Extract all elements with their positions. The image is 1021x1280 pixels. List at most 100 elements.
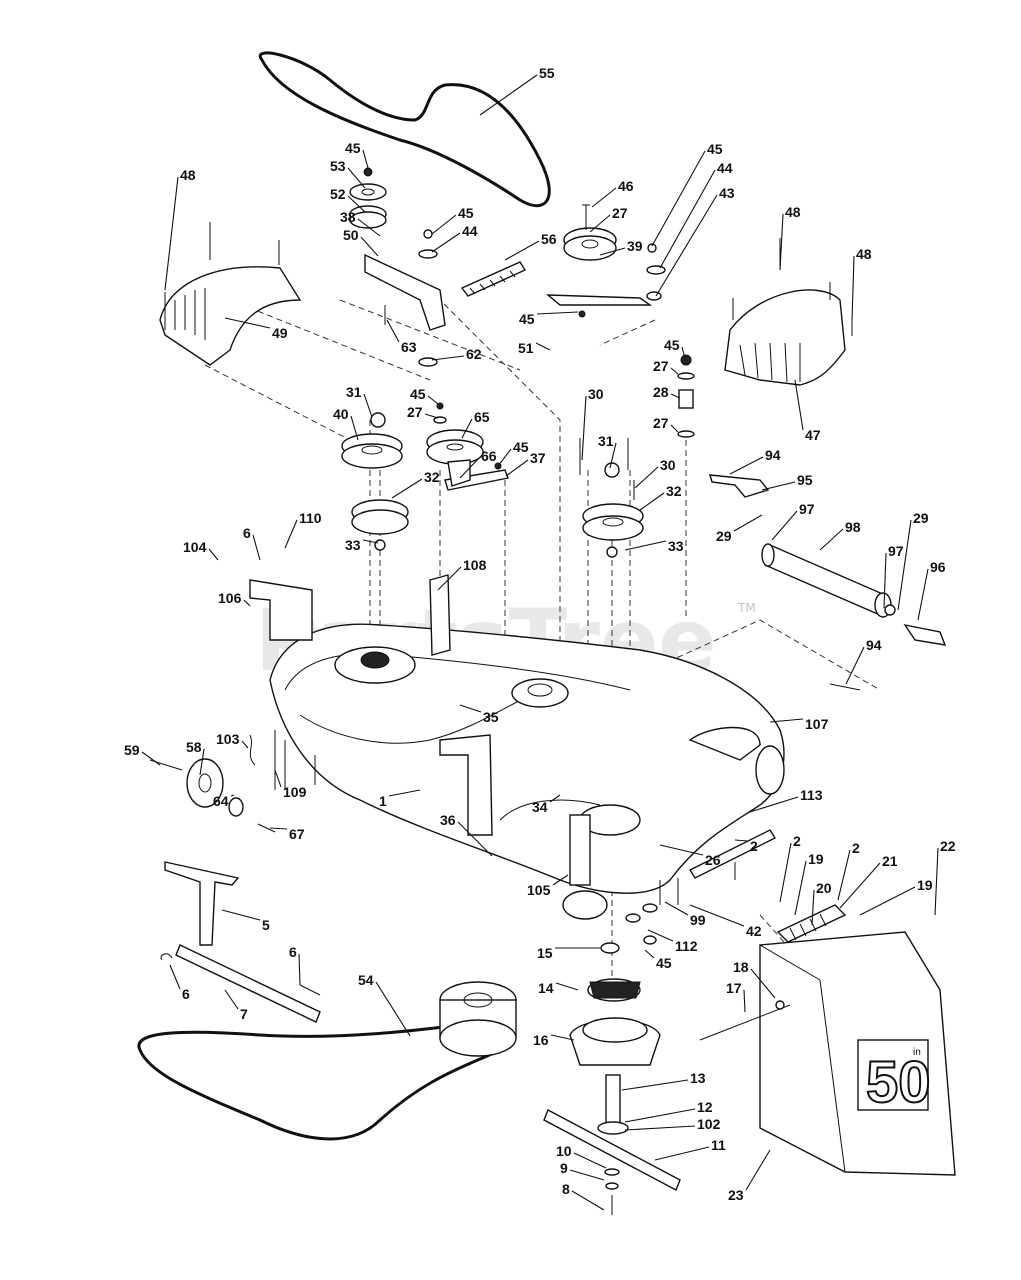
callout-leader-107 bbox=[769, 718, 804, 723]
pulley-53 bbox=[349, 183, 387, 201]
callout-leader-35 bbox=[459, 704, 482, 713]
callout-leader-58 bbox=[199, 748, 205, 776]
callout-label-12: 12 bbox=[697, 1099, 713, 1115]
callout-label-52: 52 bbox=[330, 186, 346, 202]
callout-leader-22 bbox=[934, 847, 939, 916]
callout-label-99: 99 bbox=[690, 912, 706, 928]
pulley-39 bbox=[563, 227, 617, 261]
callout-leader-27 bbox=[670, 424, 679, 433]
callout-leader-6 bbox=[252, 534, 261, 561]
callout-label-2: 2 bbox=[852, 840, 860, 856]
belt-55 bbox=[258, 51, 551, 208]
callout-label-48: 48 bbox=[856, 246, 872, 262]
callout-leader-48 bbox=[779, 213, 784, 271]
callout-label-45: 45 bbox=[410, 386, 426, 402]
callout-leader-19 bbox=[794, 860, 807, 916]
callout-label-14: 14 bbox=[538, 980, 554, 996]
callout-leader-48 bbox=[164, 176, 179, 291]
callout-label-33: 33 bbox=[345, 537, 361, 553]
callout-label-67: 67 bbox=[289, 826, 305, 842]
callout-leader-99 bbox=[664, 901, 689, 916]
callout-leader-29 bbox=[733, 514, 763, 532]
callout-leader-11 bbox=[654, 1146, 710, 1161]
callout-leader-36 bbox=[457, 821, 493, 857]
callout-leader-106 bbox=[243, 599, 251, 607]
callout-label-6: 6 bbox=[243, 525, 251, 541]
callout-label-27: 27 bbox=[653, 358, 669, 374]
callout-label-30: 30 bbox=[660, 457, 676, 473]
belt-cover-49 bbox=[159, 266, 302, 366]
callout-leader-8 bbox=[571, 1190, 605, 1211]
callout-leader-7 bbox=[224, 989, 239, 1010]
callout-leader-1 bbox=[388, 789, 421, 797]
callout-leader-31 bbox=[609, 442, 617, 469]
callout-leader-45 bbox=[644, 949, 655, 959]
callout-leader-6 bbox=[298, 953, 301, 986]
callout-leader-10 bbox=[573, 1152, 607, 1169]
callout-leader-20 bbox=[811, 889, 815, 926]
watermark-trademark: TM bbox=[737, 601, 756, 615]
callout-label-112: 112 bbox=[675, 938, 698, 954]
discharge-shield-23 bbox=[699, 904, 956, 1176]
pulley-32-left bbox=[351, 499, 409, 535]
callout-leader-13 bbox=[621, 1079, 689, 1091]
callout-label-20: 20 bbox=[816, 880, 832, 896]
callout-label-53: 53 bbox=[330, 158, 346, 174]
callout-label-31: 31 bbox=[598, 433, 614, 449]
pulley-40 bbox=[341, 433, 403, 469]
callout-leader-17 bbox=[743, 989, 746, 1013]
callout-leader-42 bbox=[689, 904, 745, 927]
callout-leader-97 bbox=[771, 510, 798, 541]
anti-scalp-roller-98 bbox=[709, 474, 947, 691]
callout-leader-102 bbox=[624, 1125, 696, 1131]
callout-label-45: 45 bbox=[664, 337, 680, 353]
callout-label-40: 40 bbox=[333, 406, 349, 422]
callout-label-64: 64 bbox=[213, 793, 229, 809]
callout-leader-52 bbox=[347, 195, 366, 213]
callout-leader-32 bbox=[391, 478, 423, 499]
callout-label-107: 107 bbox=[805, 716, 829, 732]
callout-leader-97 bbox=[883, 552, 887, 609]
mower-deck-1 bbox=[249, 574, 785, 920]
callout-leader-96 bbox=[917, 568, 929, 621]
pulley-65 bbox=[426, 429, 484, 465]
callout-label-17: 17 bbox=[726, 980, 742, 996]
callout-label-45: 45 bbox=[513, 439, 529, 455]
callout-label-45: 45 bbox=[656, 955, 672, 971]
callout-label-48: 48 bbox=[785, 204, 801, 220]
callout-leader-23 bbox=[745, 1149, 771, 1191]
callout-leader-66 bbox=[459, 457, 480, 479]
callout-label-29: 29 bbox=[716, 528, 732, 544]
callout-label-2: 2 bbox=[793, 833, 801, 849]
callout-leader-6 bbox=[169, 964, 181, 990]
callout-label-59: 59 bbox=[124, 742, 140, 758]
callout-label-97: 97 bbox=[888, 543, 904, 559]
callout-leader-37 bbox=[505, 459, 529, 477]
callout-label-65: 65 bbox=[474, 409, 490, 425]
callout-leader-44 bbox=[431, 232, 461, 253]
callout-label-98: 98 bbox=[845, 519, 861, 535]
callout-label-37: 37 bbox=[530, 450, 546, 466]
callout-leader-110 bbox=[284, 519, 298, 549]
callout-leader-38 bbox=[357, 218, 381, 237]
callout-leader-9 bbox=[569, 1169, 605, 1181]
callout-label-27: 27 bbox=[407, 404, 423, 420]
callout-leader-28 bbox=[670, 393, 681, 399]
callout-leader-113 bbox=[749, 796, 799, 813]
callout-label-7: 7 bbox=[240, 1006, 248, 1022]
idler-arm-bracket bbox=[545, 294, 653, 306]
belt-cover-47 bbox=[724, 289, 846, 386]
callout-label-44: 44 bbox=[462, 223, 478, 239]
callout-leader-65 bbox=[461, 418, 473, 439]
callout-label-36: 36 bbox=[440, 812, 456, 828]
callout-label-30: 30 bbox=[588, 386, 604, 402]
shield-size-unit: in bbox=[913, 1047, 921, 1058]
spring-56 bbox=[460, 261, 527, 297]
callout-leader-30 bbox=[634, 466, 659, 489]
callout-leader-94 bbox=[845, 646, 865, 685]
callout-label-26: 26 bbox=[705, 852, 721, 868]
callout-leader-33 bbox=[362, 539, 379, 544]
callout-label-45: 45 bbox=[707, 141, 723, 157]
gauge-wheel-58 bbox=[149, 730, 316, 833]
